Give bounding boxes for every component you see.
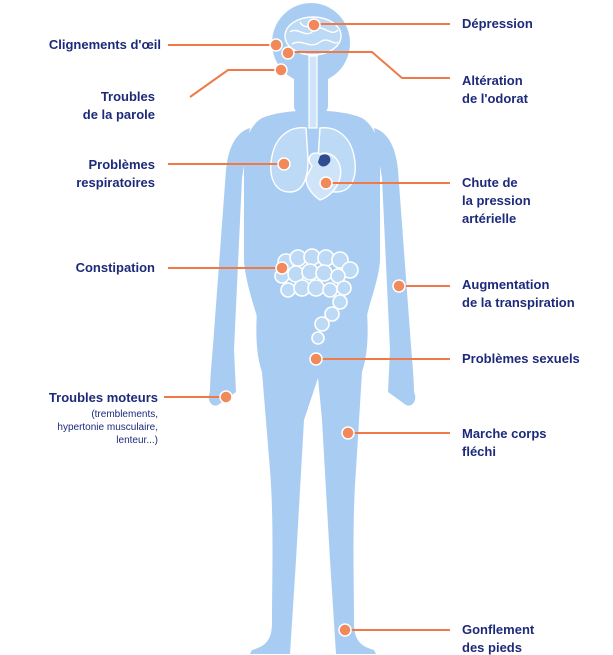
dot-breathing: [278, 158, 290, 170]
dot-depression: [308, 19, 320, 31]
dot-speech: [275, 64, 287, 76]
dot-smell: [282, 47, 294, 59]
label-depression: Dépression: [462, 15, 533, 33]
label-blood-pressure: Chute de la pression artérielle: [462, 174, 531, 228]
label-breathing: Problèmes respiratoires: [76, 156, 155, 192]
dot-motor: [220, 391, 232, 403]
label-speech: Troubles de la parole: [83, 88, 155, 124]
dot-walking: [342, 427, 354, 439]
dot-sexual: [310, 353, 322, 365]
trachea: [309, 56, 317, 128]
label-walking: Marche corps fléchi: [462, 425, 547, 461]
dot-sweating: [393, 280, 405, 292]
label-motor-note: (tremblements, hypertonie musculaire, le…: [57, 408, 158, 447]
dot-blood-pressure: [320, 177, 332, 189]
label-motor: Troubles moteurs: [49, 389, 158, 407]
dot-constipation: [276, 262, 288, 274]
label-constipation: Constipation: [76, 259, 155, 277]
label-feet: Gonflement des pieds: [462, 621, 534, 655]
line-speech: [190, 70, 278, 97]
dot-feet: [339, 624, 351, 636]
label-sexual: Problèmes sexuels: [462, 350, 580, 368]
label-blink: Clignements d'œil: [49, 36, 161, 54]
label-sweating: Augmentation de la transpiration: [462, 276, 575, 312]
label-smell: Altération de l'odorat: [462, 72, 528, 108]
dot-blink: [270, 39, 282, 51]
